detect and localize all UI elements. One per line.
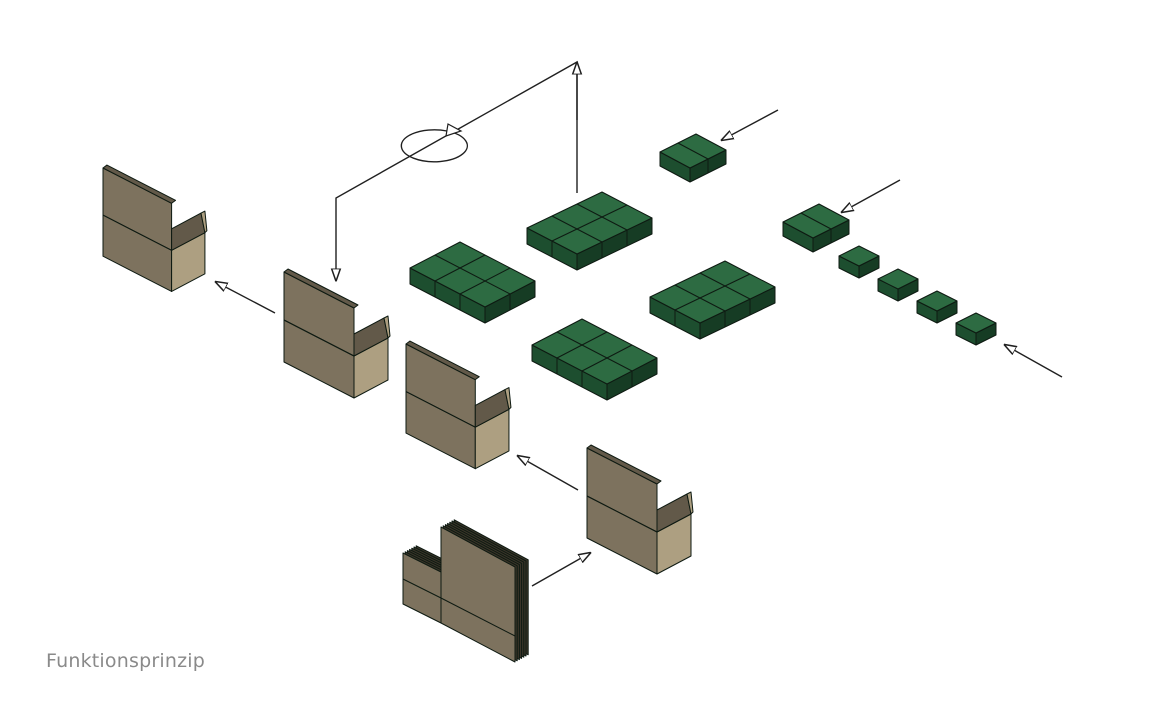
- arrow-infeed-single-blocks: [1005, 345, 1063, 378]
- single-block-3: [916, 290, 958, 324]
- carton-fold-line: [102, 214, 172, 251]
- product-pack-small-mid: [782, 203, 850, 253]
- block-grid-line: [677, 142, 709, 160]
- block-grid-line: [434, 254, 511, 295]
- carton-transfer: [283, 268, 391, 399]
- carton-output: [102, 164, 208, 292]
- carton-fold-line: [405, 391, 476, 428]
- carton-fold-line: [283, 319, 355, 357]
- product-pack-right: [649, 260, 776, 340]
- arrow-infeed-top: [722, 109, 779, 140]
- product-pack-small-top: [659, 133, 727, 183]
- product-blocks: [409, 133, 997, 401]
- product-pack-bottom: [531, 318, 658, 401]
- carton-blank-stack: [402, 519, 529, 663]
- single-block-4: [955, 312, 997, 346]
- arrow-infeed-mid: [842, 179, 901, 212]
- carton-flap-edge: [686, 491, 694, 515]
- single-block-1: [838, 245, 880, 279]
- carton-flap-edge: [383, 315, 391, 339]
- block-top-face: [916, 290, 958, 312]
- arrow-erected-to-filling: [518, 456, 579, 491]
- carton-blank-fold: [440, 597, 516, 637]
- carton-blank-layer: [402, 526, 516, 663]
- carton-flap-edge: [200, 210, 208, 234]
- arrow-blank-to-erected: [531, 553, 590, 587]
- block-top-face: [877, 268, 919, 290]
- cartons: [102, 164, 694, 663]
- carton-erected: [586, 444, 694, 575]
- carton-back-top-edge: [405, 340, 480, 381]
- carton-back-top-edge: [283, 268, 359, 309]
- flow-arrows: [216, 60, 1063, 587]
- single-block-2: [877, 268, 919, 302]
- block-grid-line: [800, 212, 832, 230]
- carton-fold-line: [586, 495, 658, 533]
- block-grid-line: [556, 331, 633, 372]
- rotation-icon: [400, 123, 469, 163]
- block-grid-line: [551, 215, 603, 243]
- block-grid-line: [699, 272, 751, 300]
- block-top-face: [955, 312, 997, 334]
- product-pack-top: [526, 191, 653, 271]
- block-grid-line: [674, 273, 751, 311]
- block-grid-line: [576, 203, 628, 231]
- product-pack-left: [409, 241, 536, 324]
- figure-caption: Funktionsprinzip: [46, 650, 205, 672]
- block-top-face: [838, 245, 880, 267]
- carton-flap-edge: [504, 387, 512, 410]
- carton-back-top-edge: [102, 164, 177, 204]
- carton-blank-fold: [402, 578, 442, 599]
- block-grid-line: [674, 284, 726, 312]
- block-grid-line: [551, 204, 628, 242]
- arrow-filled-to-output: [216, 282, 276, 314]
- carton-filling: [405, 340, 512, 470]
- carton-back-top-edge: [586, 444, 662, 485]
